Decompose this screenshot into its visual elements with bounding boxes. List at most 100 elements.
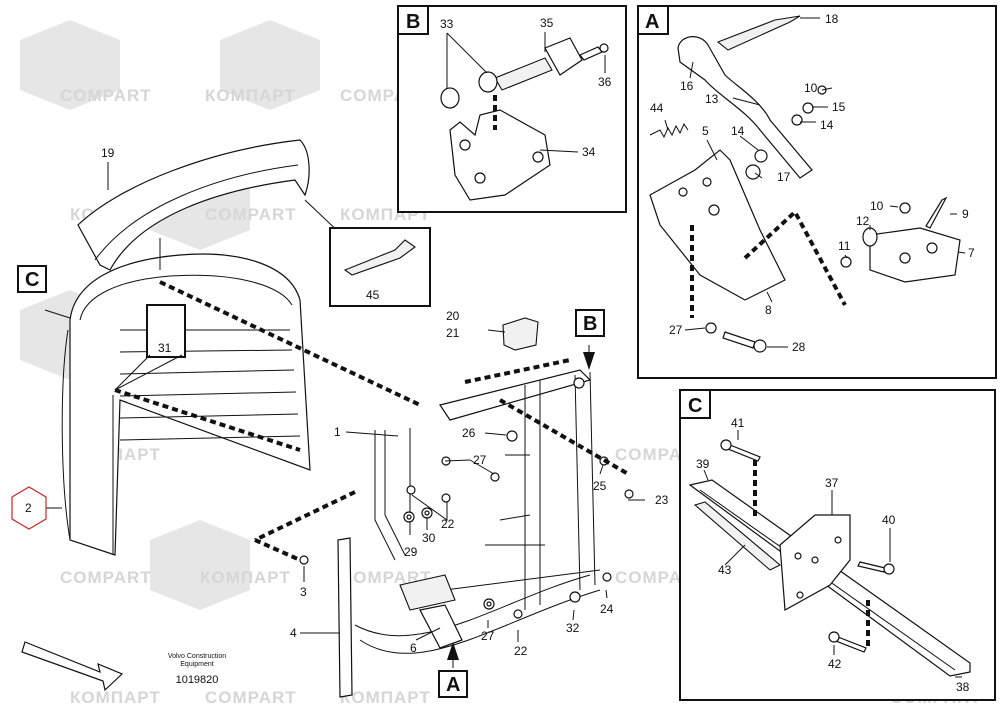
part-number-label: 31 — [158, 341, 172, 355]
direction-arrow-icon — [21, 641, 124, 692]
clip-part — [502, 317, 539, 351]
part-number-label: 9 — [962, 207, 969, 221]
part-number-label: 44 — [650, 101, 664, 115]
caption-line1: Volvo Construction — [168, 653, 226, 660]
part-number-label: 11 — [838, 239, 851, 253]
main-assembly: C B A 19 45 31 2 1 20 21 26 27 25 23 22 … — [11, 139, 669, 698]
watermark-hex-icon — [220, 20, 320, 110]
grease-tube-icon — [343, 239, 416, 276]
strip-part — [693, 501, 781, 571]
pin-part — [494, 57, 553, 91]
part-ref-hexagon-icon — [11, 486, 47, 530]
part-number-label: 27 — [669, 323, 683, 337]
washer-part — [754, 149, 768, 163]
part-number-label: 34 — [582, 145, 596, 159]
detail-c-title-box — [679, 389, 711, 419]
detail-ref-c: C — [25, 269, 39, 291]
detail-ref-c-box — [17, 265, 47, 293]
detail-b-panel: B 33 35 36 34 — [397, 5, 627, 213]
part-number-label: 7 — [968, 246, 975, 260]
part-number-label: 1 — [334, 425, 341, 439]
part-number-label: 38 — [956, 680, 970, 694]
detail-ref-b-box — [575, 309, 605, 337]
part-number-label: 25 — [593, 479, 607, 493]
bolt-part — [722, 331, 756, 349]
detail-c-title: C — [688, 395, 702, 417]
top-cover-part — [77, 139, 310, 271]
connector-dashed — [254, 538, 301, 562]
washer-part — [705, 322, 717, 334]
drawing-code: 1019820 — [176, 674, 219, 686]
spring-part — [649, 122, 689, 139]
part-number-label: 35 — [540, 16, 554, 30]
part-number-label: 26 — [462, 426, 476, 440]
part-number-label: 2 — [25, 501, 32, 515]
connector-dashed — [499, 398, 631, 477]
bolt-icons — [159, 312, 634, 619]
part-number-label: 40 — [882, 513, 896, 527]
watermark-text: КОМПАРТ — [70, 688, 161, 706]
detail-ref-b: B — [583, 313, 597, 335]
part-number-label: 22 — [441, 517, 455, 531]
part-number-label: 32 — [566, 621, 580, 635]
part-number-label: 27 — [473, 453, 487, 467]
latch-part — [399, 574, 456, 611]
part-number-label: 5 — [702, 124, 709, 138]
part-number-label: 16 — [680, 79, 694, 93]
detail-b-title-box — [397, 5, 429, 35]
callout-box — [146, 304, 186, 358]
part-number-label: 10 — [870, 199, 884, 213]
plate-part — [337, 537, 353, 698]
callout-box — [329, 227, 431, 307]
part-number-label: 3 — [300, 585, 307, 599]
part-number-label: 4 — [290, 626, 297, 640]
watermark-text: COMPART — [60, 568, 152, 587]
detail-ref-a: A — [446, 674, 460, 696]
connector-dashed — [464, 358, 571, 384]
part-number-label: 10 — [804, 81, 818, 95]
handle-part — [677, 36, 813, 179]
part-number-label: 23 — [655, 493, 669, 507]
watermark-text: COMPART — [340, 568, 432, 587]
washer-part — [745, 164, 761, 180]
part-number-label: 8 — [765, 303, 772, 317]
part-number-label: 27 — [481, 629, 495, 643]
washer-part — [802, 102, 814, 114]
watermark-text: COMPART — [60, 86, 152, 105]
bolt-part — [857, 561, 886, 573]
part-number-label: 13 — [705, 92, 719, 106]
part-number-label: 14 — [731, 124, 745, 138]
part-number-label: 21 — [446, 326, 460, 340]
part-number-label: 22 — [514, 644, 528, 658]
part-number-label: 6 — [410, 641, 417, 655]
grease-tube-icon — [716, 15, 801, 51]
part-number-label: 24 — [600, 602, 614, 616]
detail-ref-a-box — [438, 670, 468, 698]
watermark-text: КОМПАРТ — [200, 568, 291, 587]
part-number-label: 14 — [820, 118, 834, 132]
watermark-hex-icon — [20, 20, 120, 110]
connector-dashed — [114, 388, 301, 452]
part-number-label: 41 — [731, 416, 745, 430]
part-number-label: 15 — [832, 100, 846, 114]
part-number-label: 42 — [828, 657, 842, 671]
part-number-label: 19 — [101, 146, 115, 160]
part-number-label: 36 — [598, 75, 612, 89]
caption-line2: Equipment — [180, 661, 214, 668]
part-number-label: 29 — [404, 545, 418, 559]
watermark-text: COMPART — [205, 205, 297, 224]
bushing-part — [440, 87, 460, 109]
lock-part — [869, 227, 961, 283]
washer-part — [791, 114, 803, 126]
detail-c-panel: C 41 39 37 40 43 42 38 — [679, 389, 996, 701]
detail-a-panel: A — [637, 5, 997, 379]
part-number-label: 12 — [856, 214, 870, 228]
bushing-part — [478, 71, 498, 93]
detail-a-title-box — [637, 5, 669, 35]
arrow-down-icon — [583, 352, 595, 370]
watermark-text: КОМПАРТ — [340, 688, 431, 706]
part-number-label: 37 — [825, 476, 839, 490]
watermark-text: COMPART — [205, 688, 297, 706]
part-number-label: 30 — [422, 531, 436, 545]
